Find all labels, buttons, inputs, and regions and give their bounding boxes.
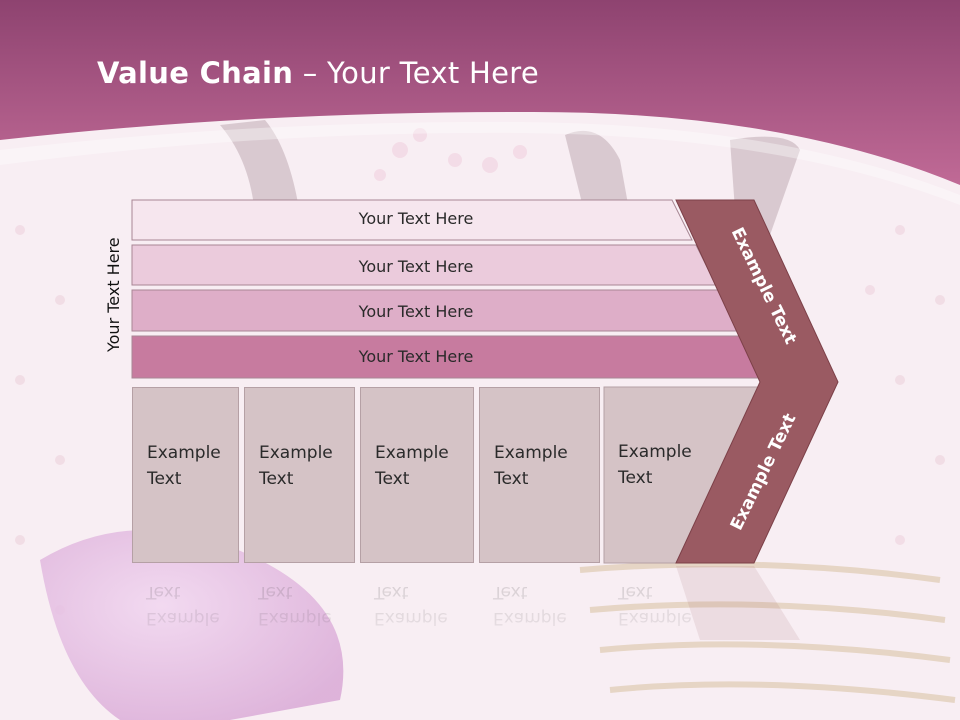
reflection-label: Example Text (493, 582, 567, 628)
box-reflection-5: Example Text (604, 565, 694, 683)
row-label-2: Your Text Here (358, 257, 474, 276)
example-box-label: Example Text (147, 443, 221, 489)
example-box-3: Example Text (360, 387, 474, 563)
example-box-1: Example Text (132, 387, 239, 563)
basket-shape (579, 561, 956, 703)
reflection-label: Example Text (618, 582, 692, 628)
ribbon-bow-shape (40, 530, 344, 720)
slide-title: Value Chain – Your Text Here (97, 56, 539, 90)
chevron-reflection (676, 566, 800, 640)
example-box-4: Example Text (479, 387, 600, 563)
example-box-5: Example Text (604, 387, 694, 563)
example-box-2: Example Text (244, 387, 355, 563)
box-reflection-2: Example Text (244, 565, 355, 683)
reflection-label: Example Text (258, 582, 332, 628)
reflection-label: Example Text (146, 582, 220, 628)
box-reflection-4: Example Text (479, 565, 600, 683)
example-box-label: Example Text (494, 443, 568, 489)
header-band (0, 0, 960, 185)
example-box-label: Example Text (375, 443, 449, 489)
example-box-label: Example Text (618, 442, 692, 488)
title-bold: Value Chain (97, 56, 294, 90)
blossom-shape (374, 128, 527, 181)
title-rest: – Your Text Here (293, 56, 539, 90)
example-box-label: Example Text (259, 443, 333, 489)
box-reflection-1: Example Text (132, 565, 239, 683)
chevron-arrow (675, 199, 839, 564)
box-reflection-3: Example Text (360, 565, 474, 683)
row-bar-1 (131, 199, 693, 241)
row-label-4: Your Text Here (358, 347, 474, 366)
reflection-label: Example Text (374, 582, 448, 628)
row-label-3: Your Text Here (358, 302, 474, 321)
row-label-1: Your Text Here (358, 209, 474, 228)
